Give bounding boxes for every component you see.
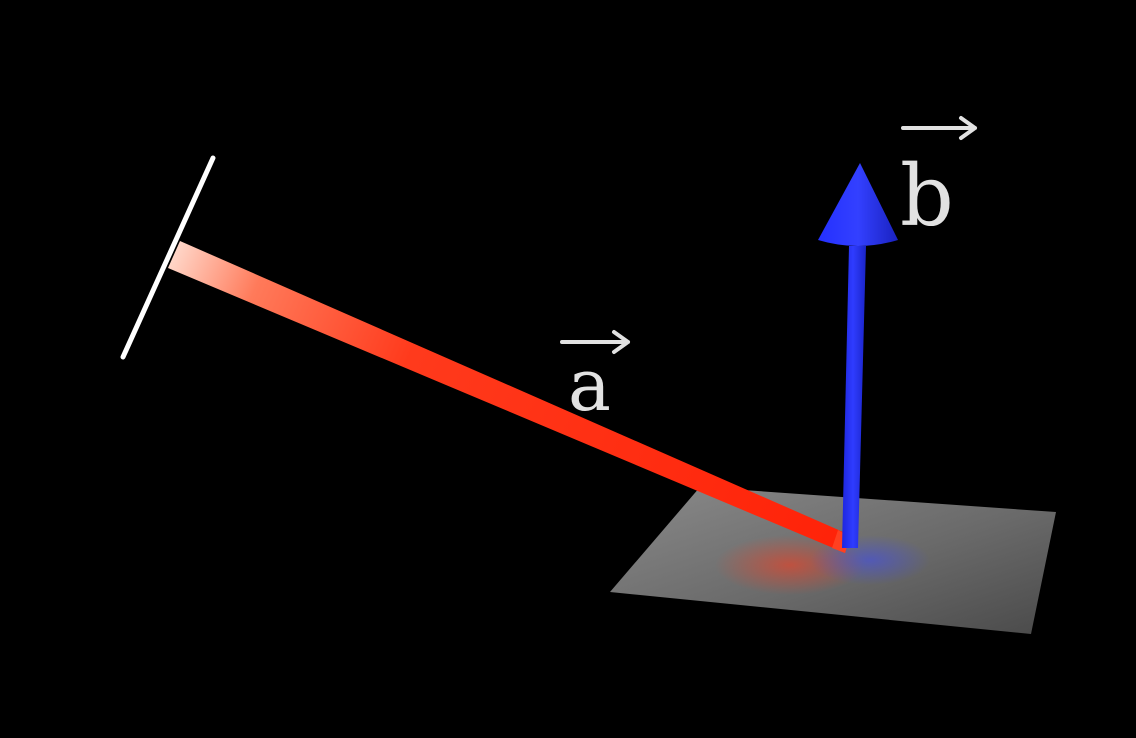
- vector-b: [818, 163, 898, 548]
- vector-b-shaft: [842, 246, 866, 548]
- vector-a-arrow-icon: [560, 330, 630, 354]
- vector-a: [168, 241, 850, 553]
- vector-b-label: b: [900, 147, 954, 245]
- vector-a-label-group: a: [560, 330, 630, 427]
- vector-a-end-cap: [120, 155, 216, 360]
- vector-b-arrowhead: [818, 163, 898, 246]
- vector-b-arrow-icon: [901, 116, 977, 140]
- vector-a-shaft: [168, 241, 850, 553]
- vector-b-label-group: b: [900, 116, 977, 245]
- vector-a-label: a: [568, 343, 611, 427]
